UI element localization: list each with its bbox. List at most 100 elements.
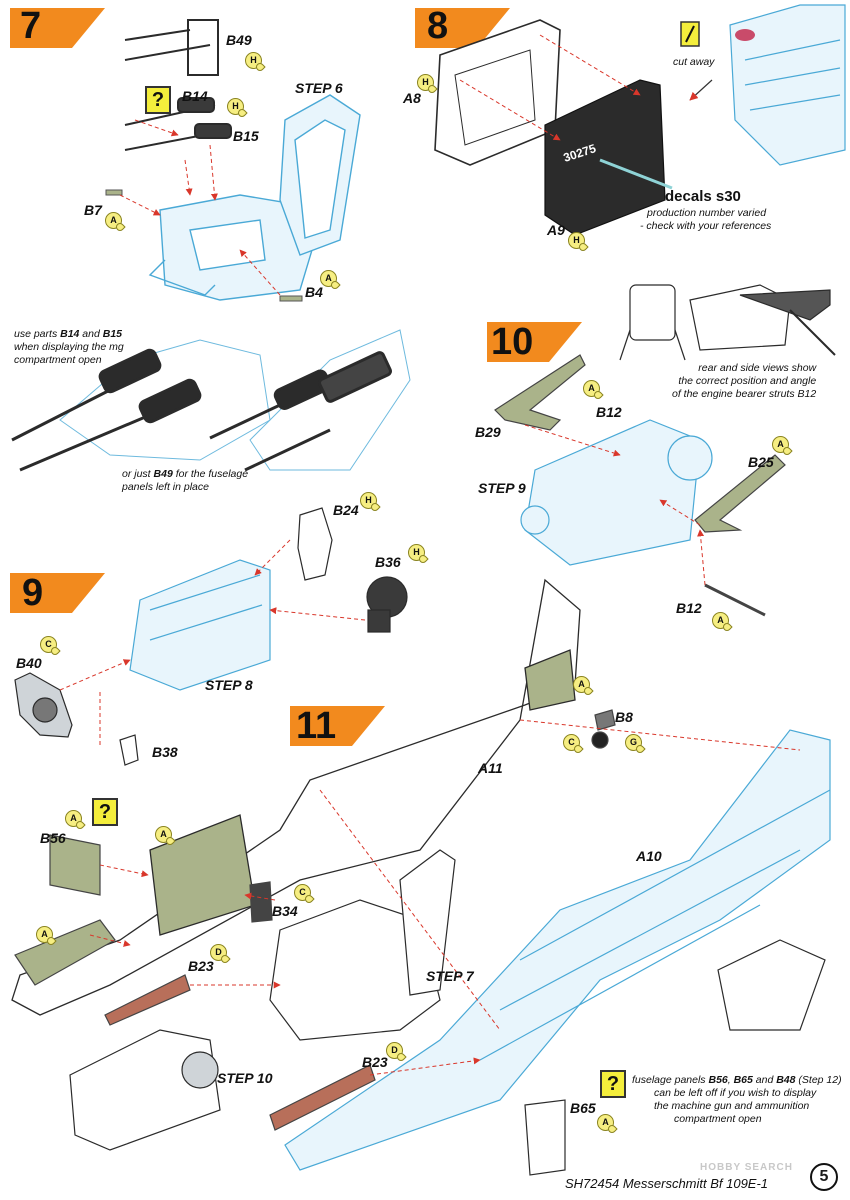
strut-parts [494,354,786,617]
step-7-flag: 7 [10,4,105,48]
hobby-search-watermark: HOBBY SEARCH [700,1162,793,1173]
decals-note-line-2: - check with your references [640,220,772,232]
page-number: 5 [810,1163,838,1191]
b49-note: or just B49 for the fuselage panels left… [122,468,249,493]
part-label-b23-lower: B23 [362,1054,388,1070]
part-label-b40: B40 [16,655,42,671]
step11-arrows [89,719,801,1076]
sprue-badge-h: H [568,232,585,249]
step-10-number: 10 [491,321,534,363]
step7-arrows [119,119,281,296]
sprue-badge-d: D [210,944,227,961]
step7-cockpit-tub [148,94,361,301]
part-label-b49: B49 [226,32,252,48]
step-10-flag: 10 [487,318,582,363]
question-mark-icon: ? [145,86,171,114]
step11-fuselage-half-a11 [11,578,581,1016]
step-8-number: 8 [427,5,449,47]
sprue-badge-d: D [386,1042,403,1059]
fuselage-panels-note: fuselage panels B56, B65 and B48 (Step 1… [632,1074,842,1125]
sprue-badge-c: C [40,636,57,653]
step9-engine [129,559,271,691]
part-label-a9: A9 [547,222,565,238]
sprue-badge-h: H [360,492,377,509]
orange-flag-shape [10,573,105,613]
step11-cockpit [69,849,456,1151]
part-label-b29: B29 [475,424,501,440]
part-label-b38: B38 [152,744,178,760]
step8-engine-parts: 30275 [434,19,666,236]
part-label-b14: B14 [182,88,208,104]
sprue-badge-a: A [583,380,600,397]
part-label-b12-top: B12 [596,404,622,420]
orange-flag-shape [487,322,582,362]
step9-arrows [59,539,366,745]
mg-detail-guns [11,348,392,472]
part-label-a8: A8 [403,90,421,106]
step-8-reference-label: STEP 8 [205,677,253,693]
part-label-b56: B56 [40,830,66,846]
mg-parts-note: use parts B14 and B15 when displaying th… [14,328,124,366]
sprue-badge-a: A [105,212,122,229]
cut-away-icon [680,21,755,101]
sprue-badge-a: A [155,826,172,843]
cut-away-label: cut away [673,56,715,68]
part-label-b24: B24 [333,502,359,518]
step8-engine-view [729,4,846,166]
sprue-badge-h: H [408,544,425,561]
sprue-badge-a: A [712,612,729,629]
step-9-flag: 9 [10,569,105,614]
part-label-b65: B65 [570,1100,596,1116]
step9-parts [14,507,408,766]
orange-flag-shape [415,8,510,48]
sprue-badge-h: H [245,52,262,69]
question-mark-icon: ? [600,1070,626,1098]
rear-side-note: rear and side views show the correct pos… [672,362,817,400]
sprue-badge-a: A [65,810,82,827]
part-label-a10: A10 [636,848,662,864]
sprue-badge-c: C [563,734,580,751]
part-label-b23-upper: B23 [188,958,214,974]
part-label-b25: B25 [748,454,774,470]
orange-flag-shape [290,706,385,746]
decals-title: decals s30 [665,188,741,205]
step-10-reference-label: STEP 10 [217,1070,273,1086]
footer-title: SH72454 Messerschmitt Bf 109E-1 [565,1176,769,1191]
part-label-a11: A11 [478,760,503,776]
step-7-reference-label: STEP 7 [426,968,474,984]
step-11-flag: 11 [290,702,385,747]
step10-engine-view [520,419,713,566]
step11-panels [14,709,826,1176]
step-6-label: STEP 6 [295,80,343,96]
decals-leader-line [599,158,673,190]
sprue-badge-a: A [36,926,53,943]
part-label-b8: B8 [615,709,633,725]
sprue-badge-a: A [573,676,590,693]
sprue-badge-a: A [320,270,337,287]
part-label-b7: B7 [84,202,102,218]
part-label-b34: B34 [272,903,298,919]
decals-note-line-1: production number varied [647,207,767,219]
step-7-number: 7 [20,5,42,47]
step8-arrows [459,34,641,141]
rear-side-views [619,284,836,361]
sprue-badge-g: G [625,734,642,751]
sprue-badge-c: C [294,884,311,901]
sprue-badge-a: A [772,436,789,453]
step7-guns [105,19,303,302]
sprue-badge-h: H [417,74,434,91]
part-label-b15: B15 [233,128,259,144]
step-9-reference-label: STEP 9 [478,480,526,496]
question-mark-icon: ? [92,798,118,826]
part-label-b12-bottom: B12 [676,600,702,616]
step11-fuselage-half-a10 [284,729,831,1171]
part-label-b4: B4 [305,284,323,300]
orange-flag-shape [10,8,105,48]
sprue-badge-a: A [597,1114,614,1131]
part-label-b36: B36 [375,554,401,570]
step-8-flag: 8 [415,4,510,48]
step-11-number: 11 [296,705,337,747]
step10-arrows [524,424,706,586]
sprue-badge-h: H [227,98,244,115]
